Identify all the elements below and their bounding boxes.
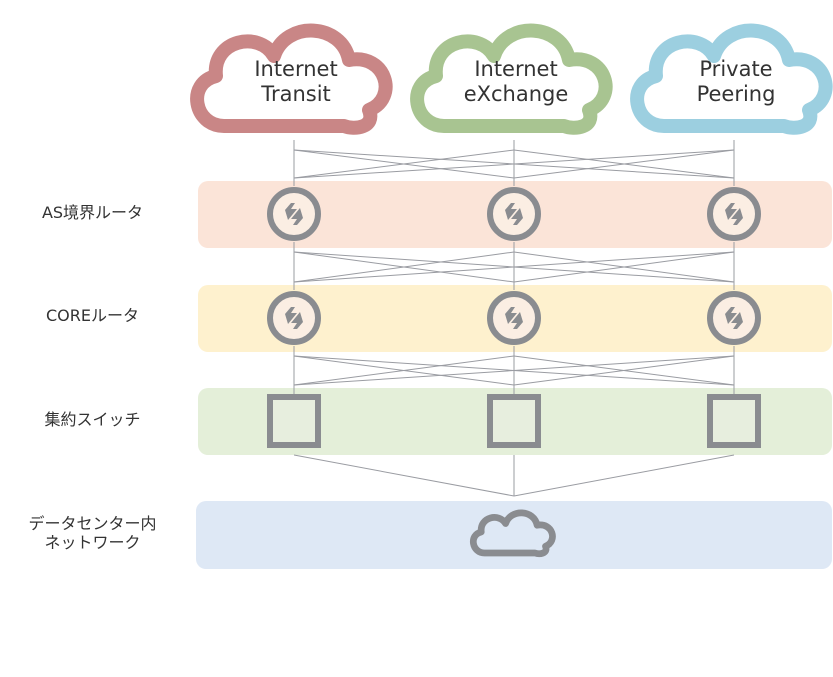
aggregation-switch-3-icon xyxy=(707,394,761,448)
aggregation-switch-1-icon xyxy=(267,394,321,448)
cloud-ix-line2: eXchange xyxy=(464,82,569,106)
aggregation-switch-2-icon xyxy=(487,394,541,448)
core-router-1-icon xyxy=(267,291,321,345)
cloud-ix-line1: Internet xyxy=(474,57,557,81)
core-router-2-icon xyxy=(487,291,541,345)
core-router-3-icon xyxy=(707,291,761,345)
as-border-router-3-icon xyxy=(707,187,761,241)
cloud-transit-line2: Transit xyxy=(260,82,331,106)
links-cloud-to-border xyxy=(293,140,735,186)
cloud-private-peering: Private Peering xyxy=(637,31,826,128)
as-border-router-2-icon xyxy=(487,187,541,241)
links-aggregation-to-datacenter xyxy=(293,454,735,497)
cloud-private-line1: Private xyxy=(699,57,772,81)
layer-label-as-border: AS境界ルータ xyxy=(41,203,144,222)
cloud-internet-exchange: Internet eXchange xyxy=(417,31,606,128)
layer-label-datacenter-line2: ネットワーク xyxy=(44,533,141,552)
layer-label-datacenter-line1: データセンター内 xyxy=(28,514,157,533)
cloud-internet-transit: Internet Transit xyxy=(197,31,386,128)
links-border-to-core xyxy=(293,242,735,290)
as-border-router-1-icon xyxy=(267,187,321,241)
layer-label-core: COREルータ xyxy=(46,306,139,325)
links-core-to-aggregation xyxy=(293,346,735,395)
cloud-transit-line1: Internet xyxy=(254,57,337,81)
layer-label-datacenter: データセンター内 ネットワーク xyxy=(0,514,185,552)
layer-label-aggregation: 集約スイッチ xyxy=(44,410,141,429)
cloud-private-line2: Peering xyxy=(697,82,776,106)
